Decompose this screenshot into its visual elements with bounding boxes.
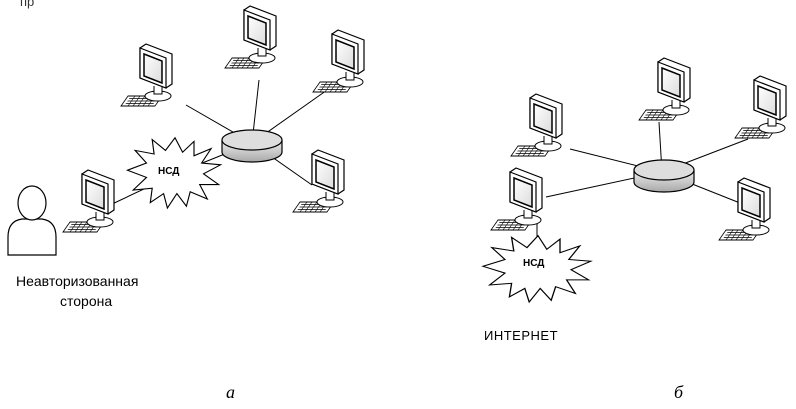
hub-a [221, 129, 283, 163]
computer-icon-a4 [292, 149, 345, 213]
computer-icon-b5 [490, 167, 543, 231]
computer-icon-a1 [120, 43, 173, 107]
computer-icon-a5 [62, 169, 115, 233]
computer-icon-b2 [638, 57, 691, 121]
attacker-label-line2: сторона [60, 293, 113, 309]
internet-label: ИНТЕРНЕТ [484, 328, 559, 343]
computer-icon-a3 [312, 29, 365, 93]
panel-a [7, 5, 365, 256]
computer-icon-b1 [510, 93, 563, 157]
computer-icon-a2 [224, 5, 277, 69]
threat-label-b: НСД [523, 258, 545, 269]
user-icon [7, 185, 57, 256]
attacker-label-line1: Неавторизованная [16, 273, 139, 289]
threat-label-a: НСД [158, 166, 180, 177]
computer-icon-b4 [718, 177, 771, 241]
caption-b: б [674, 382, 684, 402]
hub-b [633, 159, 695, 193]
computer-icon-b3 [734, 75, 787, 139]
top-partial-text: пр [20, 0, 35, 9]
panel-b [482, 57, 787, 303]
caption-a: а [226, 382, 235, 402]
